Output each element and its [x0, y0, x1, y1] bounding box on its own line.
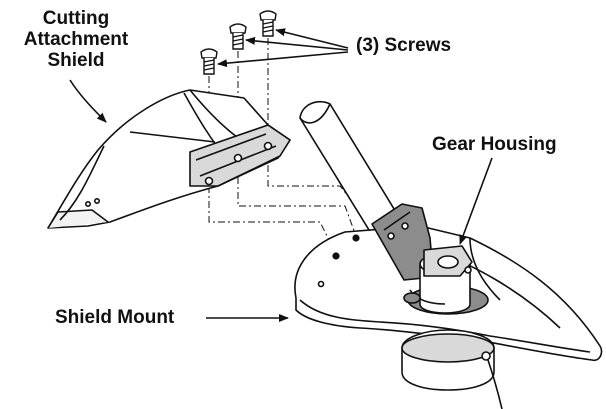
- screw-1: [200, 48, 218, 75]
- screw-2: [229, 23, 247, 50]
- screw-3: [259, 10, 277, 37]
- gear-housing-label: Gear Housing: [432, 134, 557, 155]
- cutting-attachment-shield: [47, 89, 291, 229]
- leader-arrows: [69, 28, 493, 322]
- cutting-attachment-shield-label: Cutting Attachment Shield: [23, 8, 129, 71]
- shield-mount-label: Shield Mount: [55, 307, 175, 328]
- trimmer-shaft: [299, 100, 404, 240]
- gear-housing: [371, 203, 473, 314]
- screws-label: (3) Screws: [356, 35, 452, 56]
